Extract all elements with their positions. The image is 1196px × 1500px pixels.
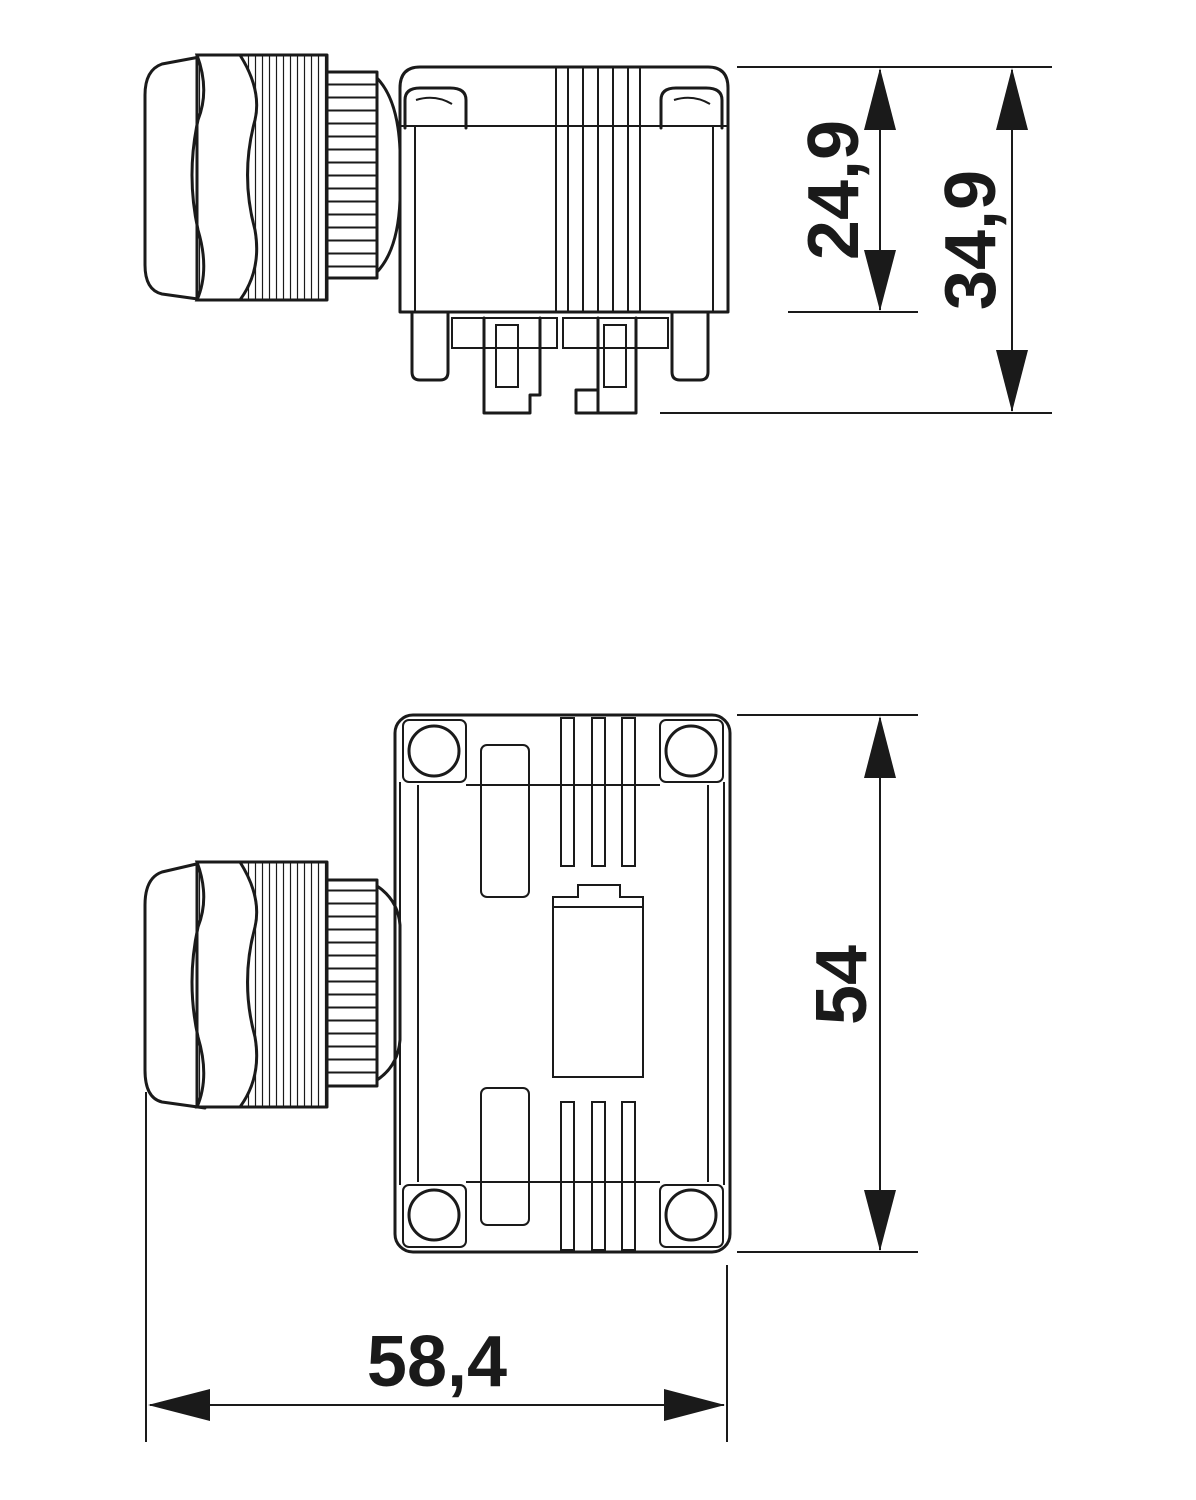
- dim-length: 58,4: [145, 1092, 728, 1442]
- slot-lower: [480, 1087, 530, 1226]
- top-housing: [393, 713, 732, 1254]
- dim-width: 54: [737, 714, 918, 1253]
- side-view: [143, 53, 730, 415]
- top-view: [143, 713, 732, 1254]
- side-pins: [410, 310, 710, 415]
- side-gland-cap: [143, 53, 329, 302]
- slot-upper: [480, 744, 530, 898]
- dim-label-58-4: 58,4: [367, 1322, 507, 1402]
- dim-label-24-9: 24,9: [794, 120, 874, 260]
- dim-total-height: 34,9: [660, 68, 1052, 414]
- rib-bars-upper: [560, 717, 636, 867]
- center-window: [552, 884, 644, 1078]
- dim-label-34-9: 34,9: [931, 170, 1011, 310]
- top-thread: [325, 878, 402, 1088]
- corner-bolt-tr: [659, 719, 724, 783]
- side-thread: [325, 70, 402, 280]
- dim-label-54: 54: [802, 945, 882, 1025]
- corner-bolt-br: [659, 1184, 724, 1248]
- corner-bolt-tl: [402, 719, 467, 783]
- corner-bolt-bl: [402, 1184, 467, 1248]
- top-gland-cap: [143, 860, 329, 1110]
- rib-bars-lower: [560, 1101, 636, 1251]
- dim-inner-height: 24,9: [737, 66, 1052, 313]
- side-housing: [398, 65, 730, 314]
